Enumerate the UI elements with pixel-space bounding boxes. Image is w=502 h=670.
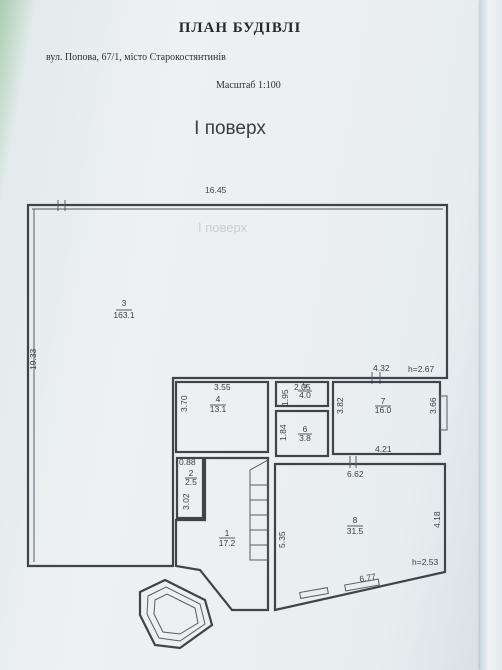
room-4-area: 13.1 xyxy=(210,404,227,414)
dim-room2-height: 3.02 xyxy=(181,493,191,510)
dim-left-height: 19.33 xyxy=(28,348,38,370)
room-5-area: 4.0 xyxy=(299,390,311,400)
dim-total-width: 16.45 xyxy=(205,185,227,195)
room-4-number: 4 xyxy=(216,394,221,404)
room-3-number: 3 xyxy=(122,298,127,308)
outer-wall xyxy=(26,203,449,568)
dim-room4-height: 3.70 xyxy=(179,395,189,412)
page-edge xyxy=(480,0,502,670)
plan-title: ПЛАН БУДІВЛІ xyxy=(178,20,302,36)
plan-scale: Масштаб 1:100 xyxy=(216,80,281,91)
dim-room8-left: 5.35 xyxy=(277,531,287,548)
dim-room5-height: 1.95 xyxy=(280,389,290,406)
room-2-outline xyxy=(175,456,205,520)
floor-label: І поверх xyxy=(194,118,266,139)
window-room-8 xyxy=(299,587,329,599)
dim-room7-top: 4.32 xyxy=(373,363,390,373)
dim-ceiling-upper: h=2.67 xyxy=(408,364,435,374)
dim-room2-width: 0.88 xyxy=(179,457,196,467)
room-1-number: 1 xyxy=(225,528,230,538)
window-room-7 xyxy=(439,395,448,431)
room-7-number: 7 xyxy=(381,396,386,406)
room-6-outline xyxy=(274,409,330,458)
room-4-outline xyxy=(174,380,270,454)
floor-watermark: І поверх xyxy=(198,220,248,235)
room-6-area: 3.8 xyxy=(299,433,311,443)
room-8-outline xyxy=(273,462,447,612)
dim-room8-top: 6.62 xyxy=(347,469,364,479)
dim-room7-bottom: 4.21 xyxy=(375,444,392,454)
room-5-outline xyxy=(274,380,330,408)
porch-bay-inner2 xyxy=(153,593,199,635)
porch-bay xyxy=(138,578,214,650)
dim-room8-bottom: 6.77 xyxy=(359,571,377,584)
room-1-area: 17.2 xyxy=(219,538,236,548)
dim-room6-height: 1.84 xyxy=(278,424,288,441)
room-3-area: 163.1 xyxy=(113,310,135,320)
plan-address: вул. Попова, 67/1, місто Старокостянтині… xyxy=(46,52,226,63)
floor-plan: 16.45 19.33 h=2.67 3 163.1 3.55 3.70 4 1… xyxy=(26,185,449,650)
dim-room4-width: 3.55 xyxy=(214,382,231,392)
room-2-area: 2.5 xyxy=(185,477,197,487)
window-room-8 xyxy=(344,578,380,592)
room-8-area: 31.5 xyxy=(347,526,364,536)
room-6-number: 6 xyxy=(303,424,308,434)
dim-ceiling-lower: h=2.53 xyxy=(412,557,439,567)
dim-room8-right: 4.18 xyxy=(432,511,442,528)
room-1-outline xyxy=(174,456,270,612)
porch-bay-inner xyxy=(146,586,206,642)
room-5-number-visible: 5 xyxy=(303,380,308,390)
dim-room5-width: 2.05 xyxy=(294,382,311,392)
dim-room7-right: 3.66 xyxy=(428,397,438,414)
dim-room7-left: 3.82 xyxy=(335,397,345,414)
room-2-number: 2 xyxy=(189,468,194,478)
room-8-number: 8 xyxy=(353,515,358,525)
room-7-area: 16.0 xyxy=(375,405,392,415)
